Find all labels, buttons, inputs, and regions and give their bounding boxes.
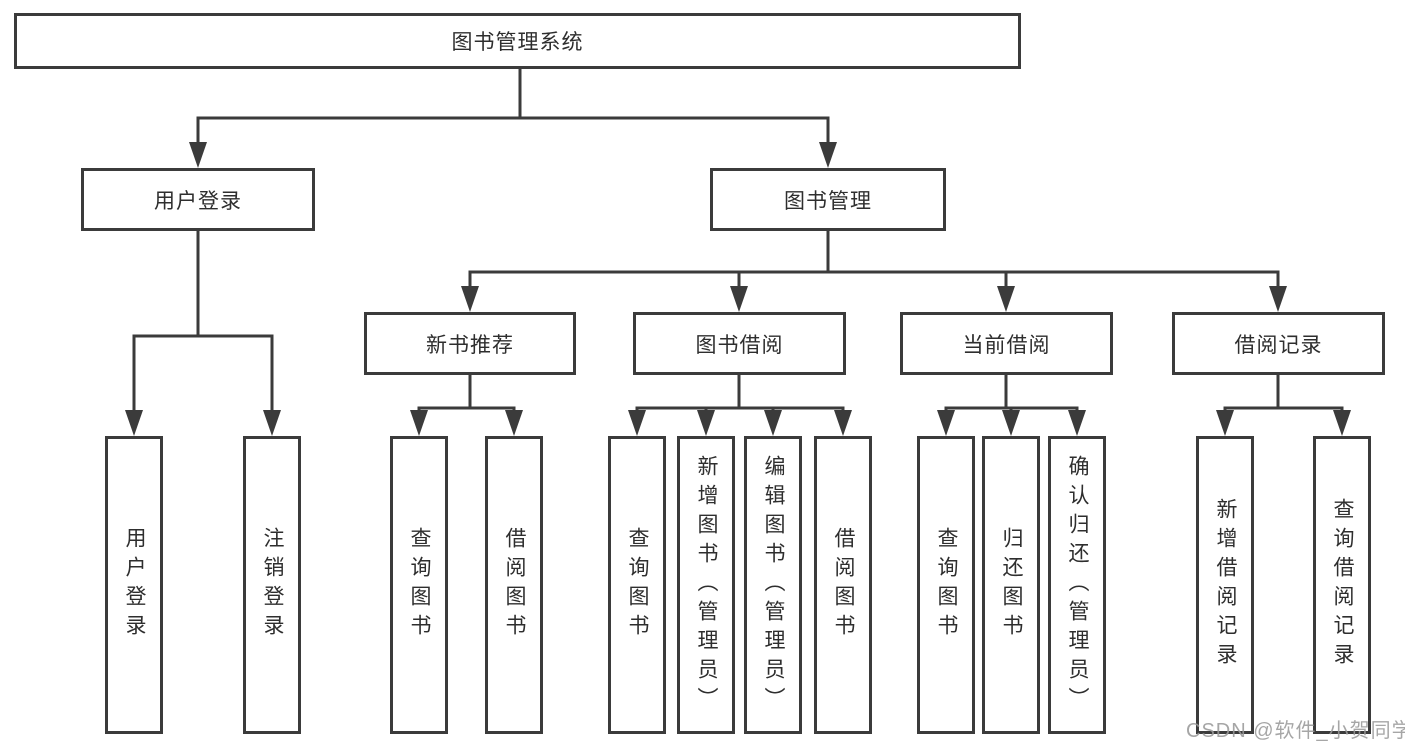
connector-user-login-children [125,229,281,436]
connector-root-to-level1 [189,67,837,168]
node-borrow-record: 借阅记录 [1172,312,1385,375]
connector-book-borrow-children [628,373,852,436]
node-new-book-recommend: 新书推荐 [364,312,576,375]
connector-borrow-record-children [1216,373,1351,436]
node-leaf-query-book-2: 查询图书 [608,436,666,734]
node-leaf-query-book-3: 查询图书 [917,436,975,734]
node-leaf-edit-book-admin: 编辑图书（管理员） [744,436,802,734]
connector-new-book-rec-children [410,373,523,436]
node-leaf-add-book-admin: 新增图书（管理员） [677,436,735,734]
node-book-borrow: 图书借阅 [633,312,846,375]
node-leaf-confirm-return-admin: 确认归还（管理员） [1048,436,1106,734]
csdn-watermark: CSDN @软件_小贺同学 [1186,720,1405,742]
node-leaf-add-borrow-record: 新增借阅记录 [1196,436,1254,734]
node-leaf-query-borrow-record: 查询借阅记录 [1313,436,1371,734]
node-user-login: 用户登录 [81,168,315,231]
node-book-management: 图书管理 [710,168,946,231]
node-leaf-borrow-book-2: 借阅图书 [814,436,872,734]
node-leaf-user-login: 用户登录 [105,436,163,734]
node-current-borrow: 当前借阅 [900,312,1113,375]
node-leaf-borrow-book-1: 借阅图书 [485,436,543,734]
node-leaf-return-book: 归还图书 [982,436,1040,734]
node-library-system: 图书管理系统 [14,13,1021,69]
node-leaf-query-book-1: 查询图书 [390,436,448,734]
connector-current-borrow-children [937,373,1086,436]
connector-book-mgmt-children [461,229,1287,312]
node-leaf-logout-login: 注销登录 [243,436,301,734]
